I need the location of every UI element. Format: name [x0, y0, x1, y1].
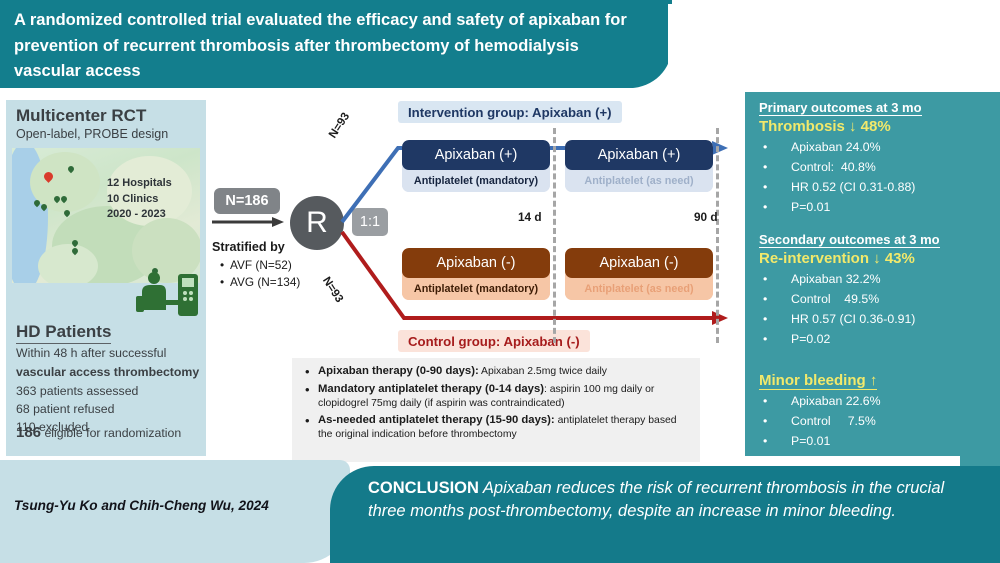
primary-item-p: P=0.01	[763, 200, 830, 214]
secondary-item-p: P=0.02	[763, 332, 830, 346]
arm-antiplatelet-label: Antiplatelet (as need)	[565, 278, 713, 300]
arm-box-intervention-phase2: Apixaban (+) Antiplatelet (as need)	[565, 140, 713, 192]
therapy-details-box: Apixaban therapy (0-90 days): Apixaban 2…	[292, 358, 700, 462]
hd-patients-title: HD Patients	[16, 322, 112, 344]
bleeding-item-p: P=0.01	[763, 434, 830, 448]
allocation-ratio-badge: 1:1	[352, 208, 388, 236]
eligible-text: eligible for randomization	[41, 426, 182, 440]
timeline-divider-14d	[553, 128, 556, 343]
timeline-label-90d: 90 d	[694, 210, 718, 224]
bleeding-outcome-name: Minor bleeding ↑	[759, 372, 878, 390]
eligible-number: 186	[16, 424, 42, 441]
logo-area: kidney INTERNATIONAL ISN INTERNATIONAL S…	[668, 4, 1000, 88]
primary-outcome-name: Thrombosis ↓ 48%	[759, 118, 891, 135]
therapy-item-asneeded: As-needed antiplatelet therapy (15-90 da…	[305, 412, 686, 442]
secondary-item-hr: HR 0.57 (CI 0.36-0.91)	[763, 312, 915, 326]
randomization-node: R	[290, 196, 344, 250]
primary-item-hr: HR 0.52 (CI 0.31-0.88)	[763, 180, 915, 194]
timeline-label-14d: 14 d	[518, 210, 542, 224]
hd-line-4: 68 patient refused	[16, 402, 115, 416]
map-label-hospitals: 12 Hospitals	[107, 177, 172, 189]
arm-drug-label: Apixaban (+)	[565, 140, 713, 170]
eligible-count-line: 186 eligible for randomization	[16, 424, 181, 441]
stratification-title: Stratified by	[212, 240, 285, 254]
secondary-item-apixaban: Apixaban 32.2%	[763, 272, 881, 286]
hd-line-2: vascular access thrombectomy	[16, 365, 200, 379]
arm-antiplatelet-label: Antiplatelet (mandatory)	[402, 278, 550, 300]
therapy-item-apixaban: Apixaban therapy (0-90 days): Apixaban 2…	[305, 363, 686, 380]
study-design-panel: Multicenter RCT Open-label, PROBE design…	[6, 100, 206, 456]
study-design-subtitle: Open-label, PROBE design	[16, 127, 169, 141]
bleeding-item-control: Control 7.5%	[763, 414, 876, 428]
map-label-clinics: 10 Clinics	[107, 192, 159, 205]
map-site-counts: 12 Hospitals 10 Clinics 2020 - 2023	[107, 176, 172, 223]
hd-line-5: 110 excluded	[16, 420, 89, 434]
header-banner: A randomized controlled trial evaluated …	[0, 0, 672, 88]
hd-line-3: 363 patients assessed	[16, 384, 139, 398]
stratum-avf: • AVF (N=52)	[220, 258, 292, 272]
total-n-badge: N=186	[214, 188, 280, 214]
conclusion-label: CONCLUSION	[368, 479, 479, 497]
bleeding-item-apixaban: Apixaban 22.6%	[763, 394, 881, 408]
study-design-title: Multicenter RCT	[16, 106, 147, 125]
arm-antiplatelet-label: Antiplatelet (mandatory)	[402, 170, 550, 192]
therapy-item-mandatory: Mandatory antiplatelet therapy (0-14 day…	[305, 381, 686, 411]
hd-line-1: Within 48 h after successful	[16, 346, 167, 360]
arm-box-intervention-phase1: Apixaban (+) Antiplatelet (mandatory)	[402, 140, 550, 192]
arm-drug-label: Apixaban (-)	[565, 248, 713, 278]
enrollment-arrow	[212, 217, 284, 227]
results-panel: Primary outcomes at 3 mo Thrombosis ↓ 48…	[745, 92, 1000, 456]
page-title: A randomized controlled trial evaluated …	[14, 11, 627, 81]
arm-drug-label: Apixaban (-)	[402, 248, 550, 278]
arm-box-control-phase1: Apixaban (-) Antiplatelet (mandatory)	[402, 248, 550, 300]
footer-left-panel	[0, 460, 350, 563]
arm-drug-label: Apixaban (+)	[402, 140, 550, 170]
secondary-outcome-name: Re-intervention ↓ 43%	[759, 250, 915, 267]
primary-outcomes-heading: Primary outcomes at 3 mo	[759, 100, 922, 116]
conclusion-text-block: CONCLUSION Apixaban reduces the risk of …	[368, 477, 978, 524]
map-label-years: 2020 - 2023	[107, 208, 166, 221]
primary-item-apixaban: Apixaban 24.0%	[763, 140, 881, 154]
secondary-outcomes-heading: Secondary outcomes at 3 mo	[759, 232, 940, 248]
arm-antiplatelet-label: Antiplatelet (as need)	[565, 170, 713, 192]
study-sites-map: 12 Hospitals 10 Clinics 2020 - 2023	[12, 148, 200, 283]
arm-box-control-phase2: Apixaban (-) Antiplatelet (as need)	[565, 248, 713, 300]
dialysis-machine-icon	[136, 272, 198, 316]
conclusion-banner: CONCLUSION Apixaban reduces the risk of …	[330, 466, 1000, 563]
stratum-avg: • AVG (N=134)	[220, 275, 301, 289]
timeline-divider-90d	[716, 128, 719, 343]
primary-item-control: Control: 40.8%	[763, 160, 876, 174]
control-group-label: Control group: Apixaban (-)	[398, 330, 590, 352]
therapy-list: Apixaban therapy (0-90 days): Apixaban 2…	[292, 363, 692, 442]
secondary-item-control: Control 49.5%	[763, 292, 879, 306]
conclusion-body: Apixaban reduces the risk of recurrent t…	[368, 479, 945, 521]
authors-citation: Tsung-Yu Ko and Chih-Cheng Wu, 2024	[14, 498, 269, 513]
intervention-group-label: Intervention group: Apixaban (+)	[398, 101, 622, 123]
